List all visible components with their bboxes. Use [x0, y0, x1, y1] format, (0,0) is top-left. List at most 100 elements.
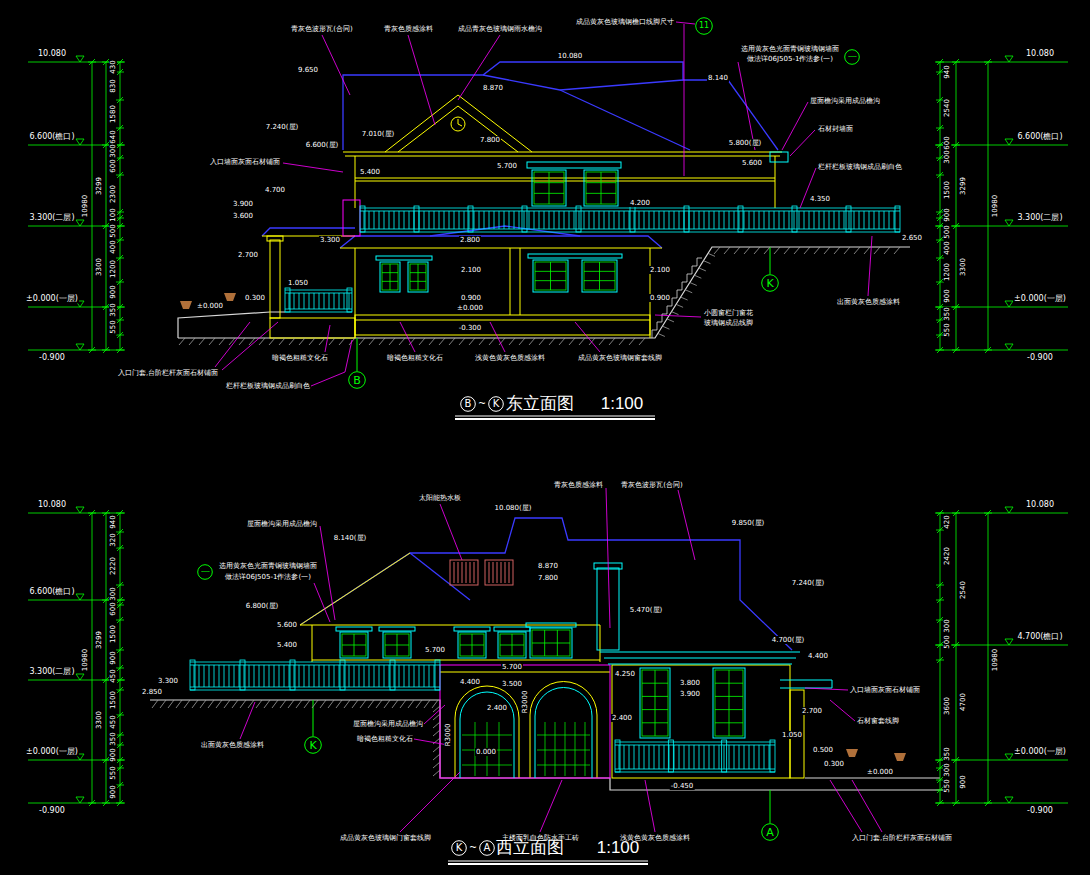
elevation-mark: 6.800(屋)	[245, 602, 280, 610]
dimension-line	[117, 582, 123, 588]
ground-hatch	[259, 338, 265, 345]
wall-outline	[340, 248, 662, 249]
wall-outline	[300, 625, 600, 626]
ground-hatch	[844, 247, 850, 254]
trim	[494, 627, 530, 631]
level-mark	[76, 674, 84, 680]
ground-hatch	[176, 700, 182, 708]
railing	[459, 211, 460, 229]
railing	[329, 665, 330, 687]
window-glass	[342, 172, 743, 736]
railing	[544, 211, 545, 229]
dimension-text: 2420	[943, 546, 951, 566]
leader-line	[645, 780, 655, 832]
ground-hatch	[681, 297, 688, 300]
railing	[664, 211, 665, 229]
roof-vent	[497, 562, 498, 583]
window-glass	[599, 262, 600, 290]
elevation-mark: -0.450	[670, 782, 695, 790]
title-text: 1:100	[596, 838, 641, 858]
dimension-text: 900	[943, 288, 951, 303]
railing	[209, 665, 210, 687]
window-glass	[642, 683, 668, 684]
railing	[468, 206, 473, 232]
circle-outline	[696, 18, 713, 35]
dimension-text: 2220	[109, 556, 117, 576]
wall-outline	[355, 320, 650, 321]
railing	[824, 211, 825, 229]
elevation-mark: 4.400	[807, 652, 829, 660]
trim	[600, 652, 800, 653]
dimension-text: 350	[109, 731, 117, 746]
circle-outline	[762, 824, 779, 841]
axis-circle: K	[304, 736, 322, 754]
axis-circle: A	[479, 840, 495, 856]
ground-hatch	[216, 700, 222, 708]
roof-vent	[470, 562, 471, 583]
roof-vent	[450, 560, 478, 585]
railing	[630, 206, 635, 232]
leader-line	[314, 583, 330, 622]
window-glass	[410, 281, 426, 282]
window-glass	[342, 634, 366, 656]
ground-hatch	[894, 247, 900, 254]
railing	[829, 211, 830, 229]
level-mark	[935, 760, 1068, 761]
trim	[527, 162, 621, 168]
railing	[624, 211, 625, 229]
annotation-text: 做法详06J505-1作法参(一)	[746, 55, 834, 63]
window-glass	[500, 645, 524, 646]
elevation-mark: 7.240(屋)	[265, 123, 300, 131]
window-frame	[498, 632, 526, 658]
elevation-mark: 9.850(屋)	[731, 519, 766, 527]
dimension-text: 10980	[991, 648, 999, 672]
window-glass	[642, 722, 668, 723]
leader-line	[424, 705, 445, 724]
annotation-text: 做法详06J505-1作法参(一)	[224, 573, 312, 581]
railing	[274, 665, 275, 687]
window-glass	[532, 643, 570, 644]
railing	[249, 665, 250, 687]
window-glass	[586, 193, 616, 194]
trim	[336, 152, 832, 778]
railing	[489, 211, 490, 229]
roof-outline	[343, 62, 778, 150]
elevation-mark: 8.140	[707, 74, 729, 82]
axis-line	[313, 700, 314, 736]
dimension-text: 940	[109, 514, 117, 529]
leader-line	[655, 315, 701, 317]
elevation-mark: 9.650	[297, 66, 319, 74]
annotation-text: 出面黄灰色质感涂料	[200, 741, 265, 749]
ground-hatch	[264, 700, 270, 708]
railing	[615, 772, 775, 773]
railing	[324, 293, 325, 309]
railing	[190, 662, 440, 663]
railing	[549, 211, 550, 229]
annotation-text: 成品黄灰色玻璃钢窗套线脚	[577, 354, 663, 362]
garage-door	[545, 722, 546, 776]
annotation-text: 成品黄灰色玻璃钢门窗套线脚	[339, 834, 432, 842]
railing	[809, 211, 810, 229]
annotation-text: 选用黄灰色光面青铜玻璃钢墙面	[740, 45, 840, 53]
trim	[526, 623, 576, 627]
railing	[859, 211, 860, 229]
dimension-text: 350	[943, 306, 951, 321]
dimension-line	[117, 665, 123, 671]
dimension-line	[117, 69, 123, 75]
railing	[634, 745, 635, 769]
railing	[239, 665, 240, 687]
elevation-mark: 2.650	[901, 234, 923, 242]
ground-line	[178, 247, 910, 338]
level-text: -0.900	[1026, 806, 1054, 815]
railing	[194, 665, 195, 687]
railing	[738, 206, 743, 232]
wall-outline	[775, 156, 776, 208]
dimension-text: 500	[109, 223, 117, 238]
railing	[234, 665, 235, 687]
ground-hatch	[433, 730, 440, 736]
window-glass	[586, 182, 616, 183]
dimension-text: 600	[109, 158, 117, 173]
roof-vent	[493, 562, 494, 583]
window-glass	[642, 709, 668, 710]
